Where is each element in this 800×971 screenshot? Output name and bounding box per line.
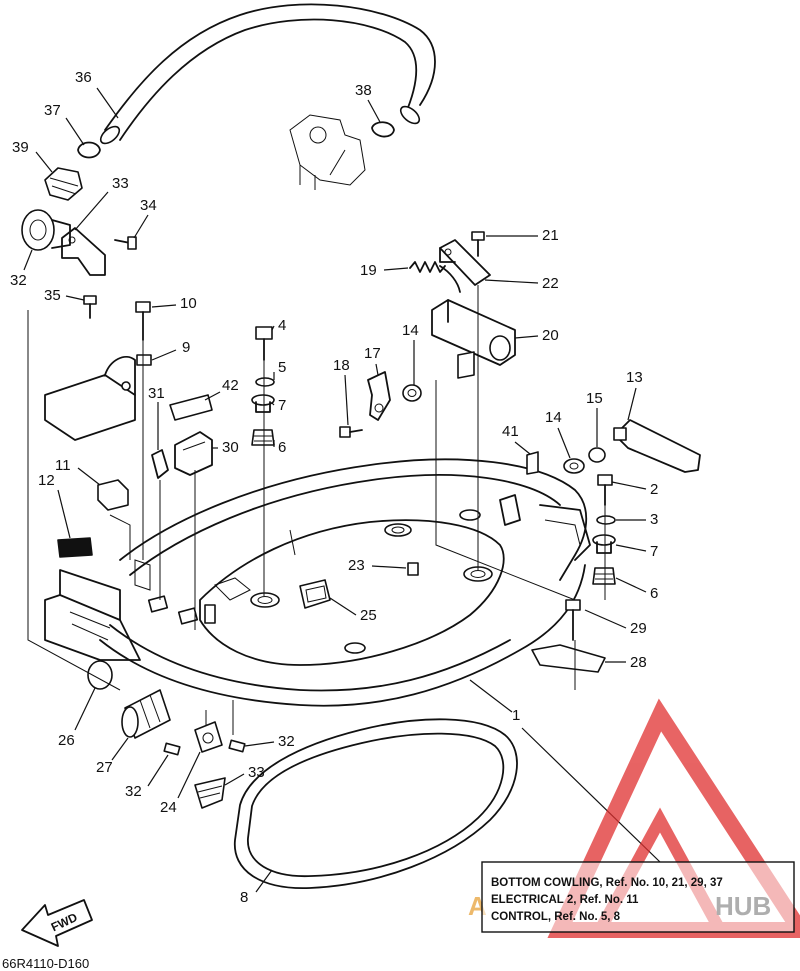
callout-number: 24 bbox=[160, 799, 177, 816]
callout-number: 27 bbox=[96, 759, 113, 776]
hose-clamp bbox=[77, 121, 395, 159]
callout-number: 17 bbox=[364, 345, 381, 362]
seal-gasket-8 bbox=[234, 718, 518, 889]
callout-number: 12 bbox=[38, 472, 55, 489]
callout-number: 35 bbox=[44, 287, 61, 304]
fwd-arrow: FWD bbox=[21, 899, 93, 947]
bolt-10 bbox=[135, 301, 151, 341]
lever-13 bbox=[613, 419, 701, 473]
label-42 bbox=[169, 394, 213, 421]
connector-11 bbox=[97, 479, 129, 511]
callout-number: 33 bbox=[112, 175, 129, 192]
plug-23 bbox=[407, 562, 419, 576]
bracket-plate-9 bbox=[44, 354, 152, 441]
note-line-2: ELECTRICAL 2, Ref. No. 11 bbox=[491, 894, 639, 906]
callout-number: 22 bbox=[542, 275, 559, 292]
collar-7 bbox=[251, 394, 275, 413]
callout-number: 19 bbox=[360, 262, 377, 279]
callout-number: 20 bbox=[542, 327, 559, 344]
tape-32 bbox=[163, 739, 246, 756]
lever-plate-22 bbox=[439, 239, 491, 286]
note-line-3: CONTROL, Ref. No. 5, 8 bbox=[491, 911, 621, 923]
callout-number: 42 bbox=[222, 377, 239, 394]
bottom-cowling bbox=[44, 458, 591, 707]
spring-19 bbox=[409, 261, 461, 293]
callout-number: 32 bbox=[125, 783, 142, 800]
callout-number: 6 bbox=[278, 439, 286, 456]
plate-12 bbox=[57, 537, 93, 558]
gear-fitting bbox=[44, 167, 83, 201]
screw-36 bbox=[114, 236, 137, 250]
collar-7b bbox=[592, 534, 616, 554]
callout-number: 33 bbox=[248, 764, 265, 781]
grommet-6 bbox=[251, 429, 275, 446]
grommet-24 bbox=[194, 721, 223, 753]
hose bbox=[99, 3, 436, 145]
callout-number: 2 bbox=[650, 481, 658, 498]
callout-number: 28 bbox=[630, 654, 647, 671]
bolt-4 bbox=[255, 326, 273, 361]
clip-31 bbox=[151, 449, 169, 479]
callouts: 36 37 38 39 33 34 32 35 10 9 4 5 bbox=[10, 69, 661, 906]
callout-number: 32 bbox=[10, 272, 27, 289]
bolt-18 bbox=[339, 426, 363, 438]
fuel-connector bbox=[21, 209, 71, 251]
callout-number: 11 bbox=[55, 457, 71, 474]
callout-number: 29 bbox=[630, 620, 647, 637]
callout-number: 41 bbox=[502, 423, 519, 440]
callout-number: 10 bbox=[180, 295, 197, 312]
reference-note-box: BOTTOM COWLING, Ref. No. 10, 21, 29, 37 … bbox=[481, 861, 795, 933]
callout-number: 26 bbox=[58, 732, 75, 749]
callout-number: 23 bbox=[348, 557, 365, 574]
callout-number: 4 bbox=[278, 317, 286, 334]
callout-number: 21 bbox=[542, 227, 559, 244]
callout-number: 13 bbox=[626, 369, 643, 386]
nut-16 bbox=[588, 447, 606, 463]
bracket-20 bbox=[431, 299, 516, 379]
callout-number: 5 bbox=[278, 359, 286, 376]
engine-bracket-outline bbox=[289, 114, 366, 190]
callout-number: 18 bbox=[333, 357, 350, 374]
callout-number: 32 bbox=[278, 733, 295, 750]
callout-number: 7 bbox=[278, 397, 286, 414]
callout-number: 1 bbox=[512, 707, 520, 724]
callout-number: 39 bbox=[12, 139, 29, 156]
callout-number: 37 bbox=[44, 102, 61, 119]
collar-14 bbox=[402, 384, 422, 402]
diagram-code: 66R4110-D160 bbox=[2, 956, 89, 971]
grommet-6b bbox=[592, 567, 616, 585]
callout-number: 3 bbox=[650, 511, 658, 528]
bolt-37 bbox=[83, 295, 97, 319]
screw-21 bbox=[471, 231, 485, 257]
screw-29 bbox=[565, 599, 581, 641]
grommet-33 bbox=[194, 777, 226, 809]
callout-number: 31 bbox=[148, 385, 165, 402]
callout-number: 14 bbox=[545, 409, 562, 426]
washer-3 bbox=[596, 515, 616, 525]
bracket-30 bbox=[174, 431, 213, 476]
callout-number: 6 bbox=[650, 585, 658, 602]
callout-number: 14 bbox=[402, 322, 419, 339]
plate-28 bbox=[531, 644, 606, 673]
bolt-2 bbox=[597, 474, 613, 506]
collar-15 bbox=[563, 458, 585, 474]
bracket-17 bbox=[367, 371, 391, 421]
callout-number: 9 bbox=[182, 339, 190, 356]
callout-number: 25 bbox=[360, 607, 377, 624]
callout-number: 38 bbox=[355, 82, 372, 99]
note-line-1: BOTTOM COWLING, Ref. No. 10, 21, 29, 37 bbox=[491, 877, 723, 889]
callout-number: 8 bbox=[240, 889, 248, 906]
callout-number: 36 bbox=[75, 69, 92, 86]
callout-number: 7 bbox=[650, 543, 658, 560]
grommet-27 bbox=[121, 689, 171, 739]
callout-number: 15 bbox=[586, 390, 603, 407]
callout-number: 30 bbox=[222, 439, 239, 456]
grommet-25 bbox=[299, 579, 331, 609]
connector-bracket bbox=[61, 227, 106, 276]
callout-number: 34 bbox=[140, 197, 157, 214]
washer-5 bbox=[255, 377, 275, 387]
label-41 bbox=[526, 451, 539, 475]
